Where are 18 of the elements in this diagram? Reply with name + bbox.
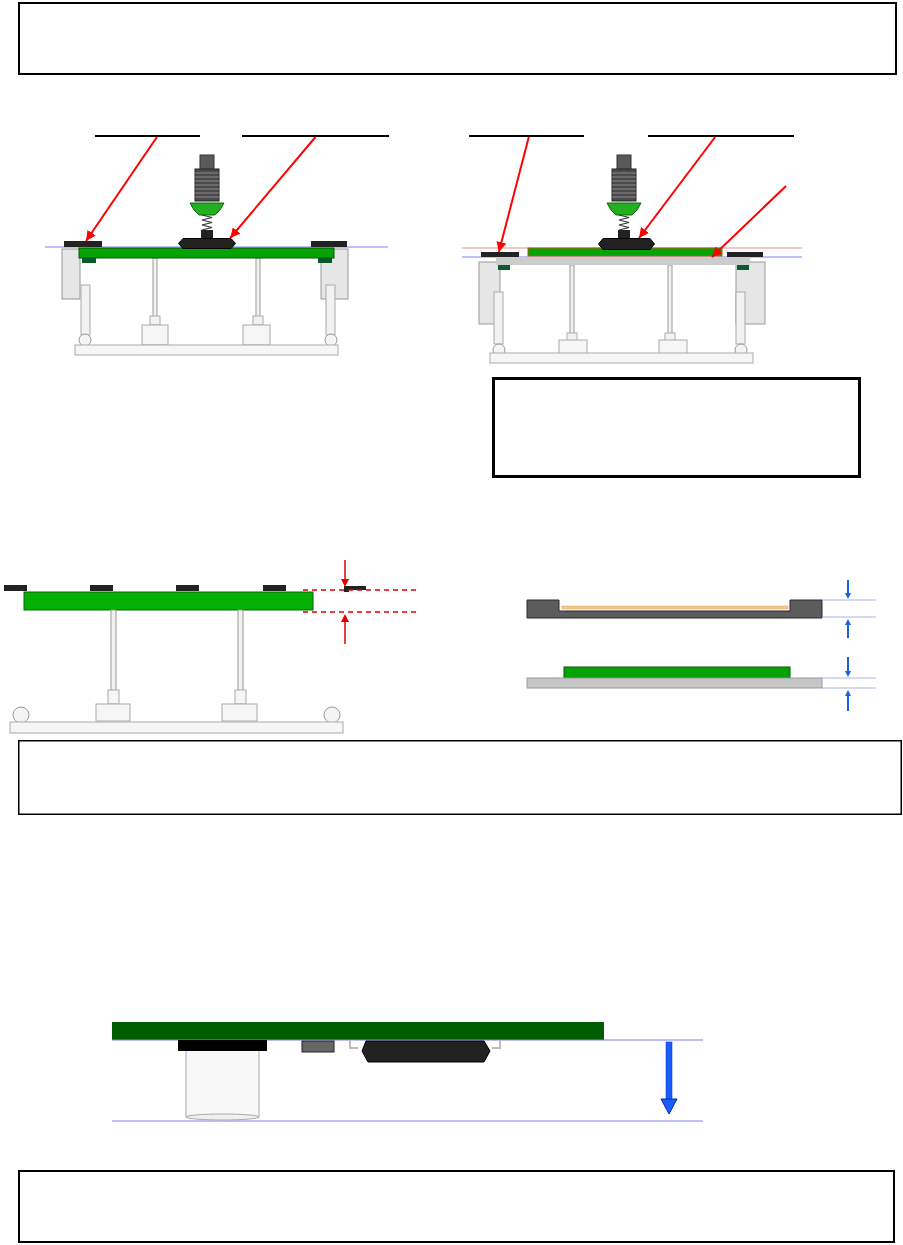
empty-text-box bbox=[492, 377, 861, 478]
leader-arrow bbox=[710, 185, 787, 258]
blank-label-line bbox=[469, 135, 584, 137]
contact-pad bbox=[64, 241, 102, 247]
leader-arrow bbox=[638, 136, 717, 239]
leader-arrow bbox=[496, 136, 530, 253]
blank-label-line bbox=[648, 135, 794, 137]
blank-label-line bbox=[242, 135, 389, 137]
contact-pad bbox=[481, 252, 519, 257]
chip-component bbox=[598, 238, 655, 250]
empty-text-box bbox=[18, 740, 902, 815]
empty-text-box bbox=[18, 2, 897, 75]
leader-arrow bbox=[229, 136, 317, 239]
chip-component bbox=[178, 238, 236, 249]
empty-text-box bbox=[18, 1170, 895, 1243]
leader-arrow bbox=[85, 136, 158, 242]
carrier-plate bbox=[496, 257, 750, 265]
blank-label-line bbox=[95, 135, 200, 137]
